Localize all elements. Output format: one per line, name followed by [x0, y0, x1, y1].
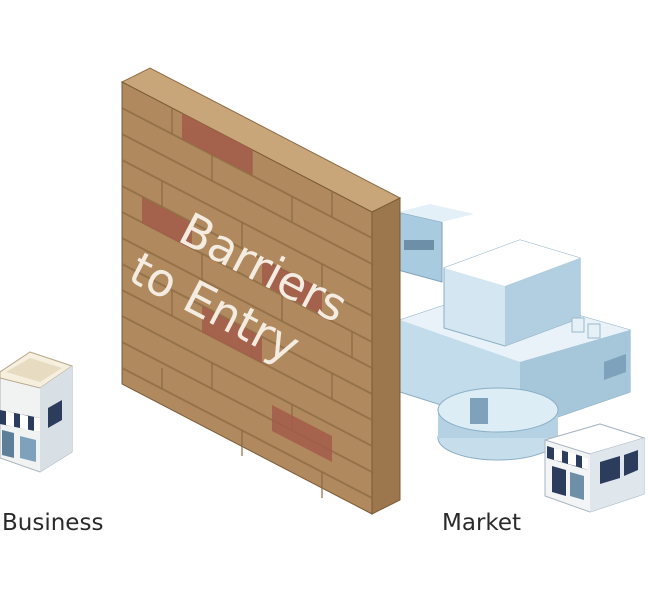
market-building: [397, 204, 631, 461]
business-shop: [0, 351, 74, 473]
market-shop: [543, 423, 646, 513]
brick-wall: [120, 67, 402, 515]
market-label: Market: [442, 510, 522, 536]
business-label: Business: [2, 510, 104, 536]
